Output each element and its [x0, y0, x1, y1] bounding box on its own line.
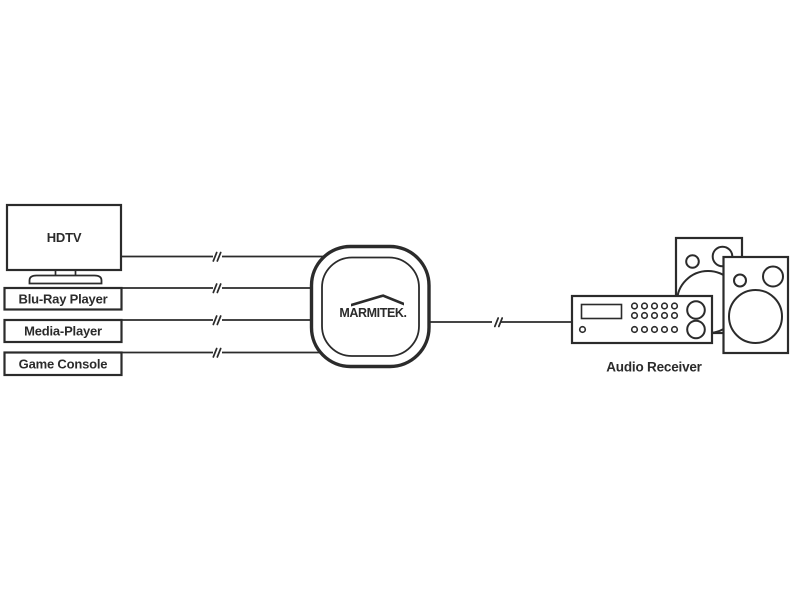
audio-receiver-label: Audio Receiver [606, 360, 702, 375]
marmitek-logo-roof-icon [351, 294, 404, 307]
speaker-front-tweeter-small [733, 273, 747, 288]
cable-hub-to-receiver [420, 317, 572, 328]
source-media-player: Media-Player [3, 318, 123, 344]
cable-mediaplayer-to-hub [121, 315, 335, 326]
receiver-indicator [578, 325, 587, 334]
hdtv-screen [5, 203, 123, 272]
cable-break-icon [212, 315, 222, 326]
source-mediaplayer-label: Media-Player [24, 324, 102, 339]
mediaplayer-box [3, 318, 123, 344]
receiver-knob-top [686, 300, 706, 320]
marmitek-brand: MARMITEK. [339, 306, 406, 320]
receiver-display [580, 303, 623, 320]
speaker-front [722, 255, 790, 355]
source-gameconsole-label: Game Console [19, 357, 108, 372]
source-bluray-label: Blu-Ray Player [19, 292, 108, 307]
hdtv-stand [28, 270, 103, 285]
hub-inner-face [321, 256, 420, 357]
speaker-front-tweeter-large [762, 265, 784, 288]
receiver-knob-bottom [686, 319, 706, 340]
source-hdtv-label: HDTV [47, 230, 82, 245]
receiver-buttons [630, 302, 679, 334]
bluray-box [3, 286, 123, 311]
source-bluray-player: Blu-Ray Player [3, 286, 123, 311]
gameconsole-box [3, 351, 123, 377]
cable-break-icon [212, 251, 222, 262]
cable-break-icon [212, 347, 222, 358]
cable-break-icon [493, 317, 504, 328]
source-game-console: Game Console [3, 351, 123, 377]
speaker-front-woofer [728, 289, 783, 344]
audio-receiver [570, 294, 714, 345]
cable-bluray-to-hub [121, 283, 335, 294]
speaker-rear-tweeter-small [685, 254, 700, 269]
cable-gameconsole-to-hub [121, 347, 335, 358]
hub-device: MARMITEK. [309, 244, 431, 369]
cable-break-icon [212, 283, 222, 294]
source-hdtv: HDTV [5, 203, 123, 285]
cable-hdtv-to-hub [121, 251, 335, 262]
